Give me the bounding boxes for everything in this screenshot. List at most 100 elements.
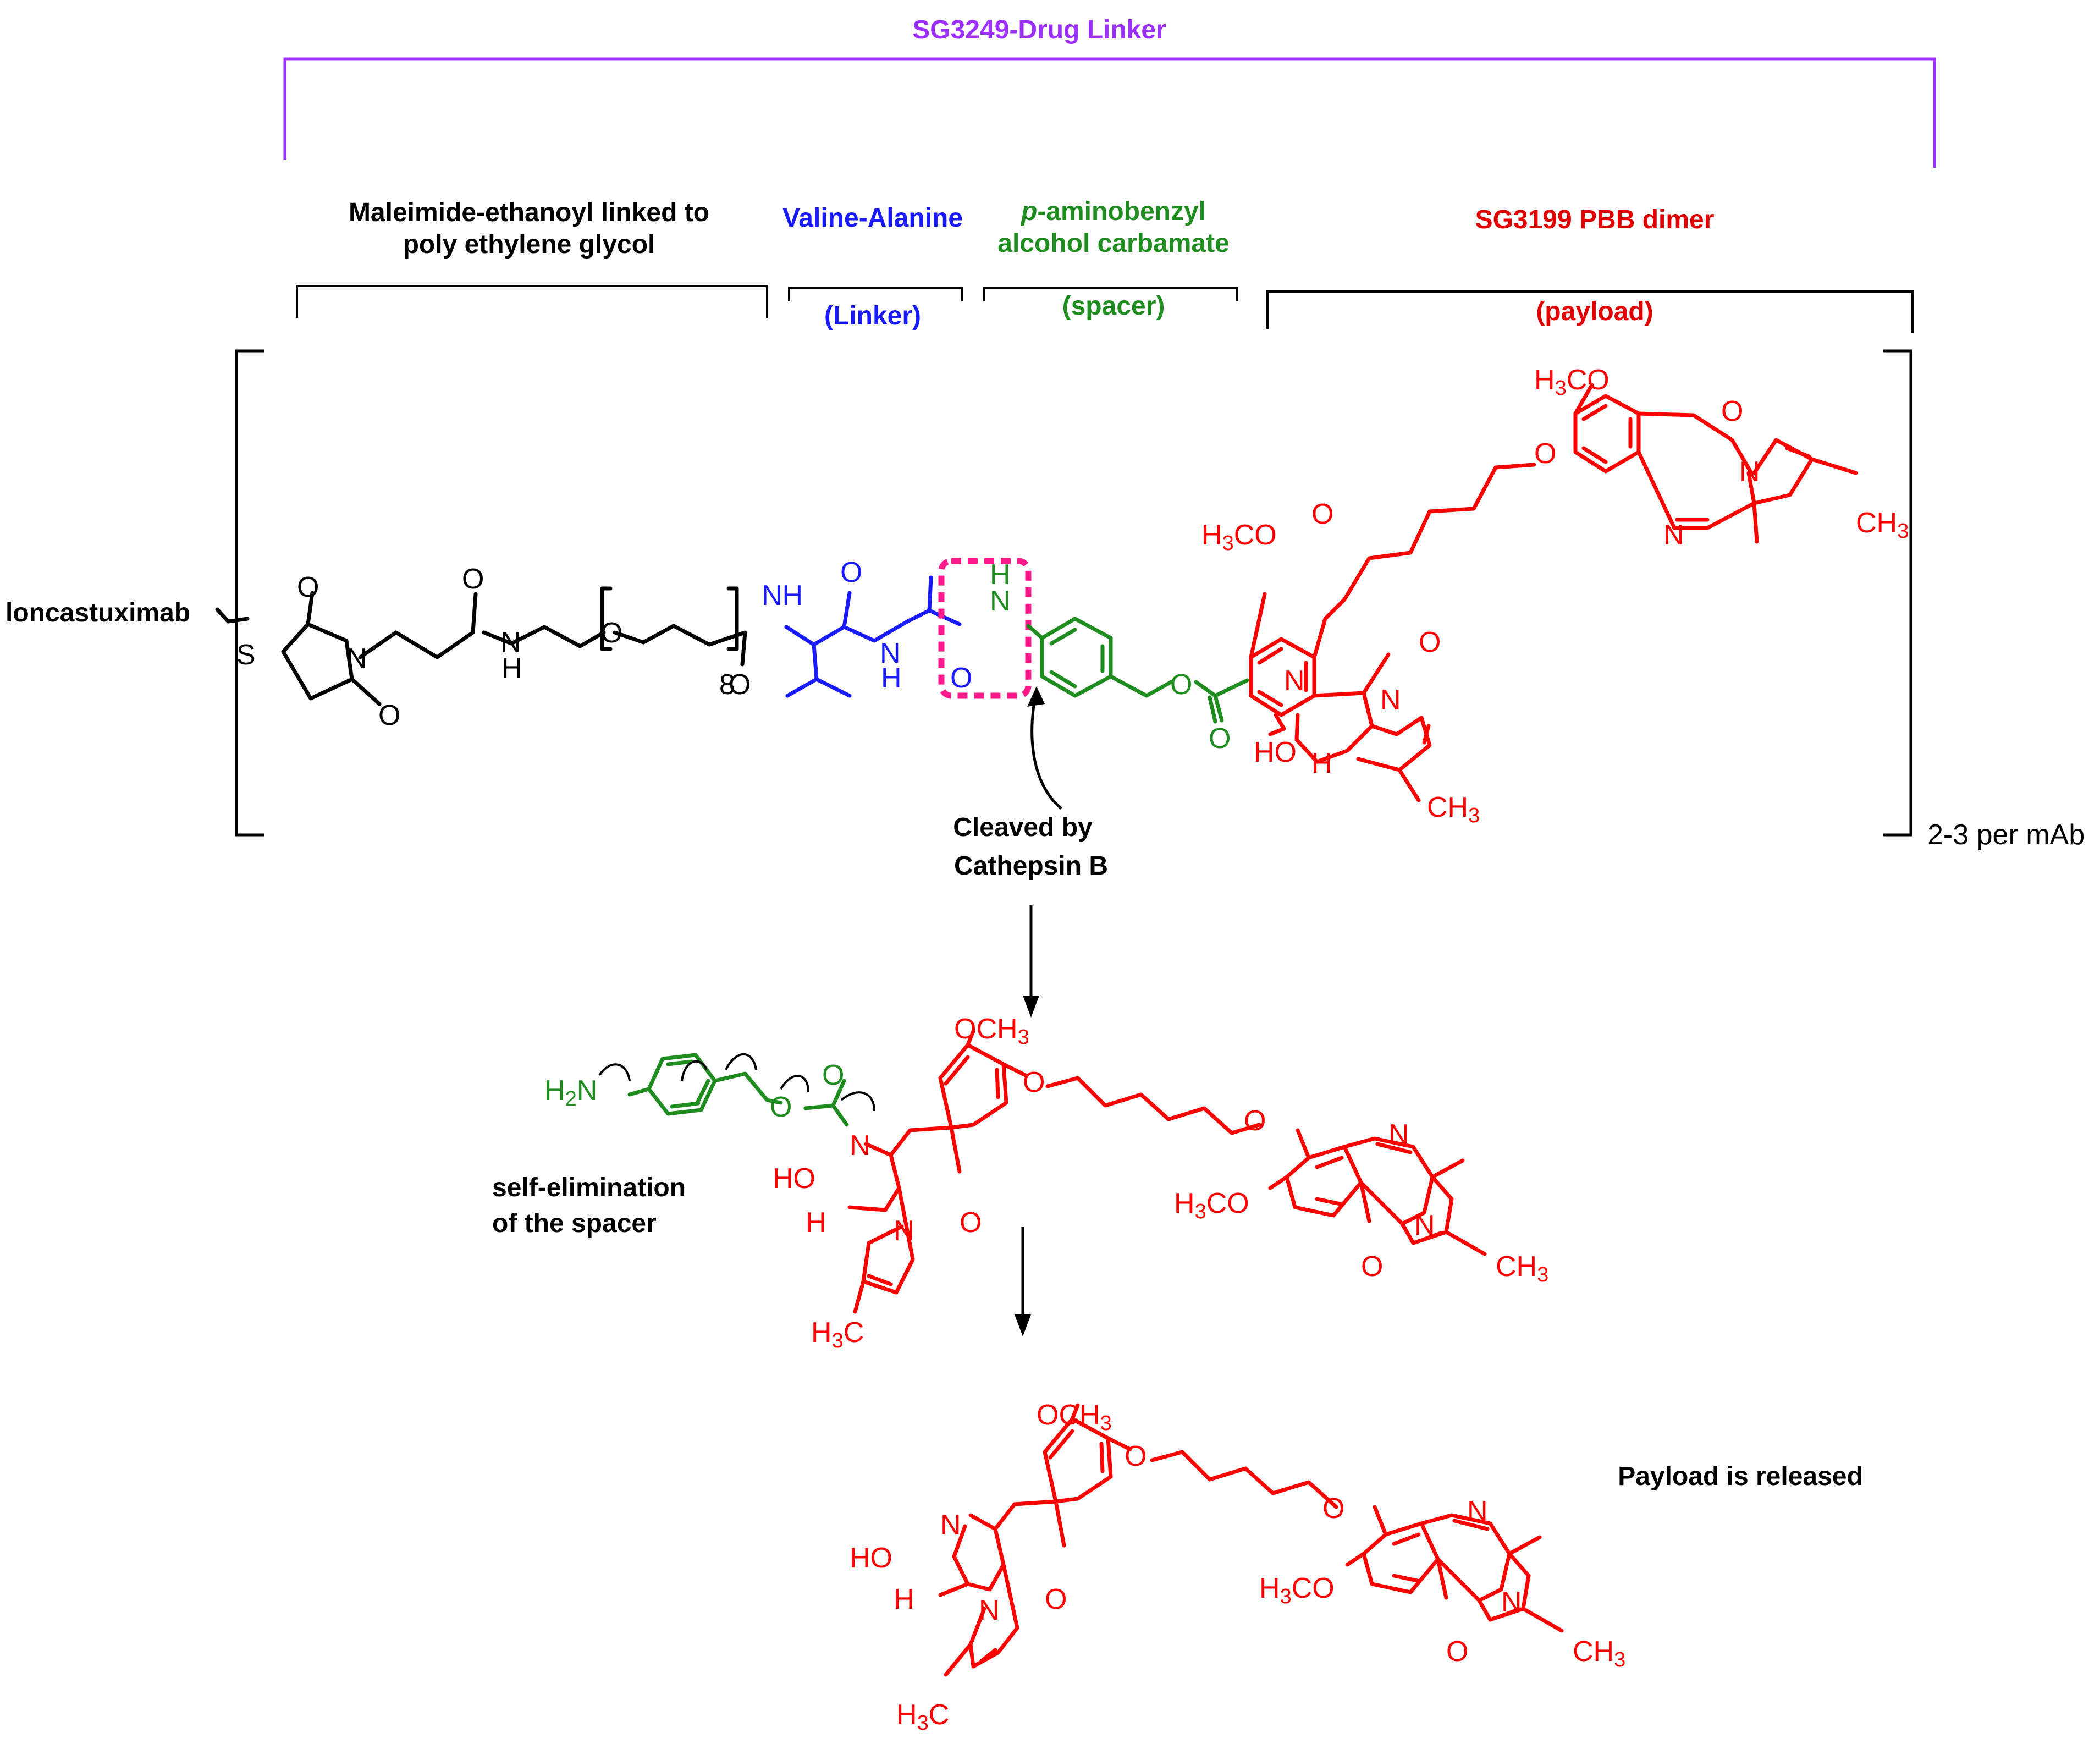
atom-o-imide-top: O — [297, 571, 319, 603]
atom-h-pabc: H — [990, 559, 1011, 591]
released-payload — [938, 1403, 1564, 1677]
atom-o-carbonyl-upper: O — [1721, 395, 1743, 427]
atom-o-carbonyl-left: O — [1419, 626, 1441, 658]
cleavage-arrow — [1030, 691, 1062, 810]
atom-ho-int: HO — [773, 1163, 815, 1195]
drug-linker-title: SG3249-Drug Linker — [912, 15, 1166, 45]
repeat-brackets — [235, 349, 1912, 837]
cleave-label-line2: Cathepsin B — [954, 851, 1108, 881]
atom-n-imine-upper: N — [1663, 519, 1684, 551]
valine-alanine-atoms: NH O N H O — [762, 557, 972, 694]
atom-h-bottom: H — [894, 1583, 914, 1615]
cleave-label-line1: Cleaved by — [953, 813, 1093, 842]
atom-n-pyrrole-int-r: N — [1414, 1209, 1435, 1241]
atom-ch3-upper: CH3 — [1856, 507, 1909, 543]
atom-ch3-left: CH3 — [1427, 791, 1480, 827]
atom-ch3-int: CH3 — [1496, 1251, 1548, 1286]
atom-o-bottom-right: O — [1322, 1493, 1344, 1525]
atom-n-pyrrole-upper: N — [1739, 456, 1760, 488]
atom-o-pabc-ester: O — [1170, 669, 1192, 701]
valine-alanine-structure — [784, 575, 962, 698]
payload-label: (payload) — [1536, 297, 1653, 326]
atom-s: S — [236, 639, 256, 671]
atom-h3co-int: H3CO — [1174, 1187, 1249, 1223]
atom-n-pyrrole-bottom-r: N — [1501, 1586, 1522, 1618]
atom-och3-bottom: OCH3 — [1037, 1399, 1112, 1435]
atom-nh-val: NH — [762, 580, 803, 612]
atom-n-pyrrole-bottom: N — [979, 1594, 1000, 1626]
atom-n-amide: N — [500, 626, 521, 658]
atom-n-pyrrole-left: N — [1380, 684, 1401, 716]
atom-ho-bottom: HO — [850, 1542, 892, 1574]
pab-label-line2: alcohol carbamate — [997, 229, 1230, 258]
atom-n-imine-int: N — [1388, 1119, 1409, 1151]
atom-h-int: H — [806, 1207, 826, 1239]
atom-o-carbonyl-bottom-r: O — [1446, 1636, 1468, 1668]
atom-n-int: N — [850, 1130, 870, 1162]
atom-o-int-right: O — [1244, 1105, 1266, 1137]
segment-labels: Maleimide-ethanoyl linked to poly ethyle… — [296, 197, 1914, 333]
drug-linker-bracket: SG3249-Drug Linker — [283, 15, 1936, 168]
atom-h-stereo: H — [1311, 747, 1332, 779]
atom-o-ala: O — [950, 662, 972, 694]
self-elimination-line2: of the spacer — [492, 1209, 657, 1238]
linker-label: (Linker) — [824, 301, 921, 331]
pab-label-line1: p-aminobenzyl — [1020, 197, 1206, 226]
atom-o-int-left: O — [1023, 1066, 1045, 1098]
pab-label-rest: -aminobenzyl — [1037, 197, 1206, 226]
intermediate-spacer — [627, 1053, 849, 1127]
atom-o-int-carbonyl: O — [822, 1059, 844, 1091]
spacer-label: (spacer) — [1062, 292, 1165, 321]
atom-n-ala: N — [880, 637, 901, 669]
atom-ch3-bottom: CH3 — [1573, 1636, 1625, 1671]
payload-released-label: Payload is released — [1618, 1462, 1863, 1491]
self-elimination-line1: self-elimination — [492, 1173, 686, 1202]
pabc-spacer-atoms: N H O O — [990, 559, 1231, 755]
atom-h-amide: H — [501, 652, 522, 684]
atom-o-carbonyl-int-r: O — [1361, 1251, 1383, 1283]
atom-o-linker-left: O — [1311, 498, 1333, 530]
maleimide-peg-structure — [215, 586, 747, 706]
atom-h3co-left: H3CO — [1201, 519, 1277, 555]
valine-alanine-label: Valine-Alanine — [782, 204, 963, 233]
atom-o-linker-right: O — [1534, 438, 1556, 470]
peg-count: 8 — [719, 669, 735, 701]
atom-n-imine-bottom: N — [1467, 1495, 1488, 1527]
reaction-arrow-1 — [1023, 905, 1039, 1018]
atom-ho: HO — [1254, 736, 1297, 768]
atom-o-amide: O — [462, 563, 484, 595]
maleimide-label-line2: poly ethylene glycol — [403, 230, 655, 259]
released-payload-atoms: OCH3 O N HO H N O H3C O N H3CO N O CH3 — [850, 1399, 1625, 1735]
reaction-arrow-2 — [1015, 1226, 1031, 1336]
drug-antibody-ratio: 2-3 per mAb — [1927, 819, 2085, 851]
pab-p-italic: p — [1020, 197, 1037, 226]
atom-h2n: H2N — [544, 1075, 597, 1110]
atom-o-pabc-carbonyl: O — [1209, 723, 1231, 755]
atom-o-carbonyl-bottom: O — [1045, 1583, 1067, 1615]
pbd-dimer-structure-top — [1249, 383, 1858, 802]
atom-n-pyrrole-int: N — [894, 1215, 914, 1247]
atom-n-bottom: N — [940, 1509, 961, 1541]
antibody-name: loncastuximab — [5, 598, 190, 628]
pabc-spacer-structure — [1026, 617, 1249, 724]
pbd-dimer-atoms-top: H3CO O O N N CH3 H3CO O N O N HO H CH3 — [1201, 364, 1909, 827]
atom-o-carbonyl-int: O — [960, 1207, 982, 1239]
atom-n-imide: N — [346, 643, 367, 675]
intermediate-pbd — [847, 1029, 1487, 1314]
atom-h3c-int: H3C — [811, 1317, 864, 1352]
atom-h-ala: H — [881, 662, 902, 694]
atom-o-int-ester: O — [770, 1091, 792, 1123]
atom-o-bottom-left: O — [1125, 1440, 1147, 1472]
atom-h3co-upper: H3CO — [1534, 364, 1610, 400]
atom-o-val: O — [840, 557, 862, 588]
atom-n-diazepine: N — [1284, 665, 1305, 697]
atom-n-pabc: N — [990, 585, 1011, 617]
atom-h3c-bottom: H3C — [896, 1699, 949, 1735]
electron-arrows — [598, 1053, 875, 1112]
atom-o-peg: O — [600, 617, 622, 649]
atom-o-imide-bottom: O — [378, 700, 400, 732]
intermediate-spacer-atoms: H2N O O — [544, 1059, 844, 1123]
atom-h3co-bottom: H3CO — [1259, 1572, 1335, 1608]
